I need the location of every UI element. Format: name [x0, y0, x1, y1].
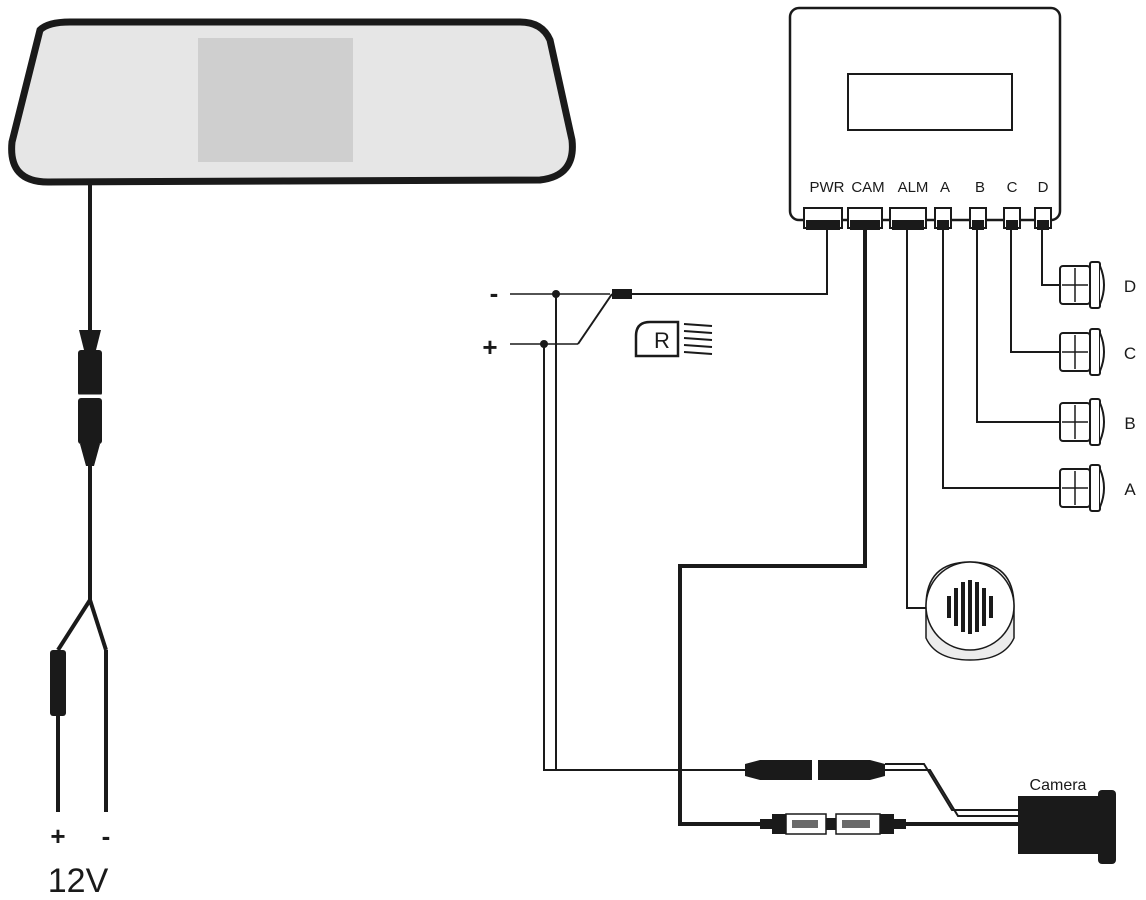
control-box — [788, 6, 1062, 230]
port-label-d: D — [1038, 179, 1049, 196]
display-window — [847, 73, 1013, 131]
voltage-label: 12V — [48, 862, 109, 895]
port-label-c: C — [1007, 179, 1018, 196]
sensor-c — [1059, 328, 1105, 376]
port-label-alm: ALM — [898, 179, 929, 196]
power-plus-label: + — [482, 332, 497, 362]
reverse-light-icon — [634, 320, 713, 358]
mirror-monitor — [8, 18, 576, 186]
sensor-label-a: A — [1124, 480, 1136, 499]
mirror-screen — [198, 38, 353, 162]
sensor-label-b: B — [1124, 414, 1135, 433]
port-label-pwr: PWR — [810, 179, 845, 196]
sensor-d — [1059, 261, 1105, 309]
camera-video-connector — [760, 813, 1022, 835]
power-minus-label: - — [490, 278, 499, 308]
camera-power-connector — [745, 760, 1022, 817]
buzzer-icon — [925, 561, 1015, 661]
sensor-label-d: D — [1124, 277, 1136, 296]
power-input-wiring — [510, 230, 828, 771]
reverse-symbol-label: R — [654, 328, 670, 353]
sensor-a — [1059, 464, 1105, 512]
sensor-wires — [942, 230, 1062, 489]
camera-label: Camera — [1030, 777, 1087, 794]
port-label-a: A — [940, 179, 950, 196]
port-label-cam: CAM — [851, 179, 884, 196]
sensor-b — [1059, 398, 1105, 446]
camera-icon — [1018, 790, 1116, 864]
port-label-b: B — [975, 179, 985, 196]
mirror-power-cable — [50, 182, 108, 812]
mirror-minus-label: - — [102, 821, 111, 851]
mirror-plus-label: + — [50, 821, 65, 851]
alarm-wire — [906, 230, 926, 609]
inline-fuse — [50, 650, 66, 716]
sensor-label-c: C — [1124, 344, 1136, 363]
camera-video-cable — [678, 230, 867, 826]
